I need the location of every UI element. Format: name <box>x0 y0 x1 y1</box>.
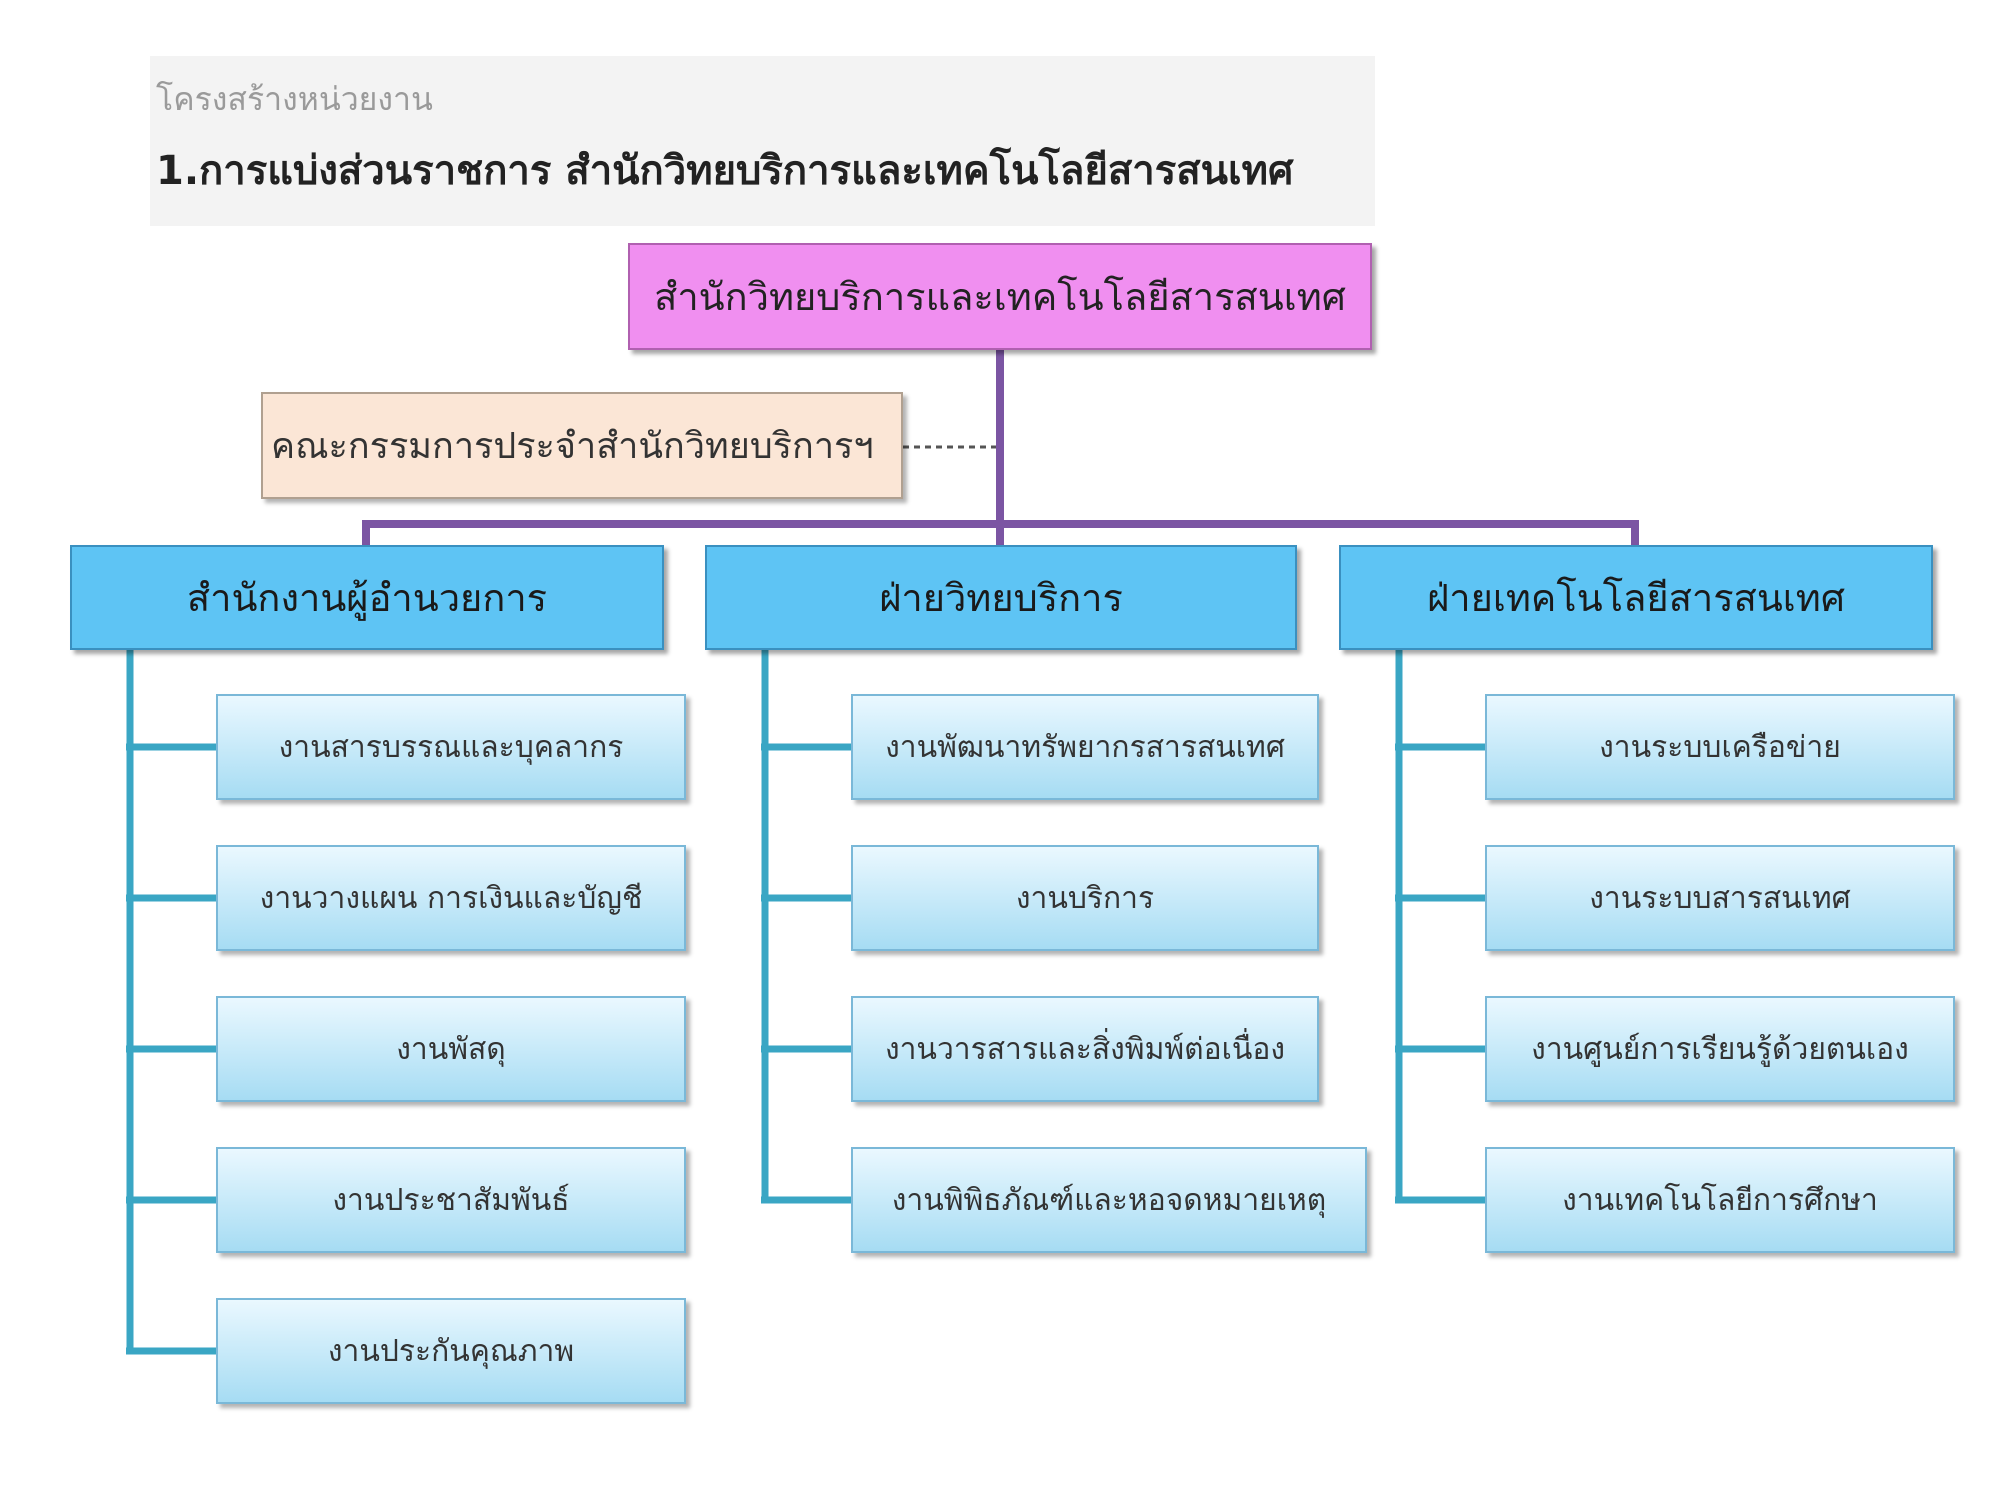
committee-node: คณะกรรมการประจำสำนักวิทยบริการฯ <box>261 392 903 499</box>
unit-node: งานสารบรรณและบุคลากร <box>216 694 686 800</box>
unit-node: งานระบบสารสนเทศ <box>1485 845 1955 951</box>
unit-node: งานบริการ <box>851 845 1319 951</box>
unit-node: งานพัสดุ <box>216 996 686 1102</box>
unit-node: งานวารสารและสิ่งพิมพ์ต่อเนื่อง <box>851 996 1319 1102</box>
unit-node: งานระบบเครือข่าย <box>1485 694 1955 800</box>
department-information-technology: ฝ่ายเทคโนโลยีสารสนเทศ <box>1339 545 1933 650</box>
page-title: 1.การแบ่งส่วนราชการ สำนักวิทยบริการและเท… <box>156 148 1294 194</box>
department-director-office: สำนักงานผู้อำนวยการ <box>70 545 664 650</box>
department-library-services: ฝ่ายวิทยบริการ <box>705 545 1297 650</box>
unit-node: งานพัฒนาทรัพยากรสารสนเทศ <box>851 694 1319 800</box>
page-header: โครงสร้างหน่วยงาน 1.การแบ่งส่วนราชการ สำ… <box>150 56 1375 226</box>
page-subtitle: โครงสร้างหน่วยงาน <box>156 80 433 118</box>
unit-node: งานศูนย์การเรียนรู้ด้วยตนเอง <box>1485 996 1955 1102</box>
unit-node: งานประชาสัมพันธ์ <box>216 1147 686 1253</box>
unit-node: งานเทคโนโลยีการศึกษา <box>1485 1147 1955 1253</box>
unit-node: งานประกันคุณภาพ <box>216 1298 686 1404</box>
root-node: สำนักวิทยบริการและเทคโนโลยีสารสนเทศ <box>628 243 1372 350</box>
unit-node: งานวางแผน การเงินและบัญชี <box>216 845 686 951</box>
unit-node: งานพิพิธภัณฑ์และหอจดหมายเหตุ <box>851 1147 1367 1253</box>
